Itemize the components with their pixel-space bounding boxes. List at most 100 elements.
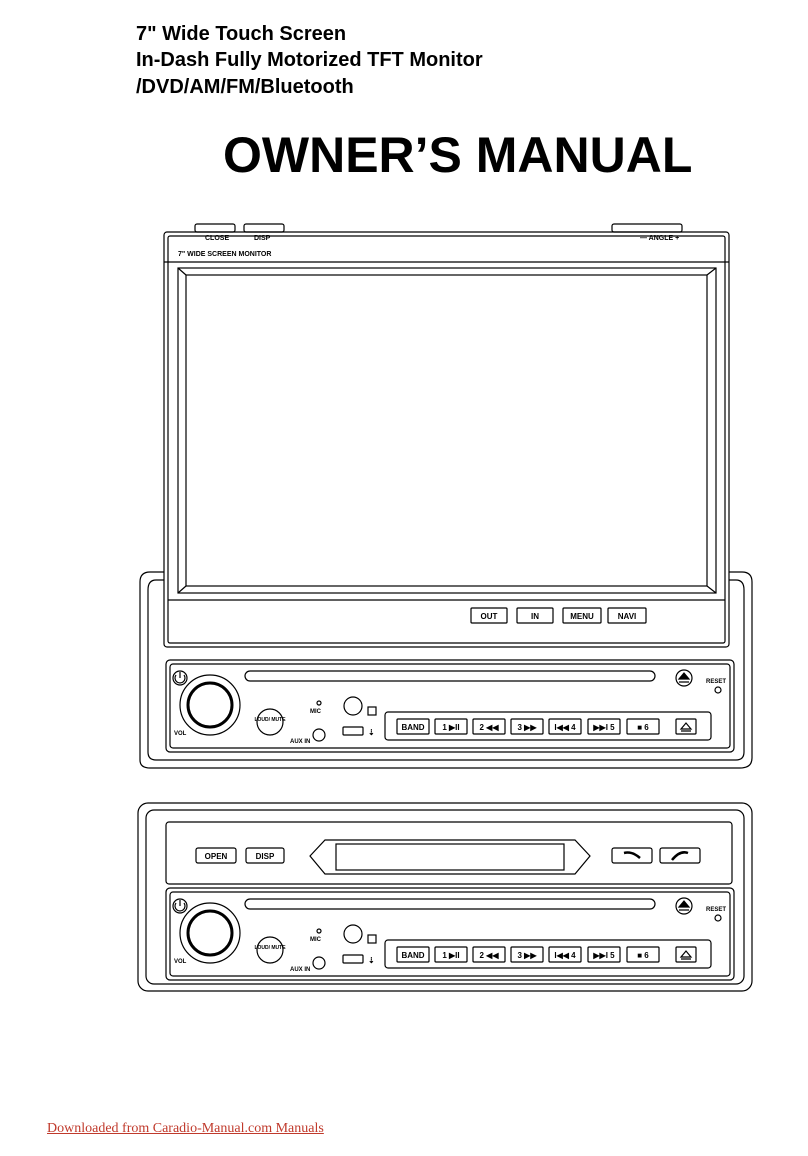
aux-in-jack[interactable] <box>312 956 326 970</box>
preset-button-0[interactable] <box>396 946 430 963</box>
preset-button-1[interactable] <box>434 718 468 735</box>
screen-button-label: NAVI <box>618 612 637 621</box>
open-close-button[interactable] <box>675 718 697 735</box>
preset-button-label: ■ 6 <box>637 951 649 960</box>
vol-label: VOL <box>174 959 187 965</box>
subtitle-line-2: In-Dash Fully Motorized TFT Monitor <box>136 49 483 71</box>
usb-icon: ⇣ <box>368 956 375 965</box>
close-label: CLOSE <box>205 235 229 242</box>
preset-button-label: ▶▶I 5 <box>592 951 615 960</box>
screen-button-label: OUT <box>481 612 498 621</box>
disc-slot <box>244 898 656 910</box>
preset-button-5[interactable] <box>587 718 621 735</box>
preset-button-4[interactable] <box>548 718 582 735</box>
ir-sensor <box>343 696 363 716</box>
preset-button-2[interactable] <box>472 946 506 963</box>
screen-button-3[interactable] <box>607 607 647 624</box>
disp-button[interactable] <box>245 847 285 864</box>
preset-button-label: 1 ▶II <box>442 723 459 732</box>
preset-button-label: BAND <box>401 723 424 732</box>
preset-button-label: 3 ▶▶ <box>518 951 538 960</box>
bluetooth-indicator <box>367 706 377 716</box>
preset-button-0[interactable] <box>396 718 430 735</box>
subtitle-line-1: 7" Wide Touch Screen <box>136 23 347 45</box>
open-button[interactable] <box>195 847 237 864</box>
preset-button-label: BAND <box>401 951 424 960</box>
open-close-icon <box>679 950 693 960</box>
volume-knob[interactable] <box>179 674 241 736</box>
mic-hole <box>316 928 322 934</box>
preset-bar <box>384 711 712 741</box>
open-close-icon <box>679 722 693 732</box>
subtitle-line-3: /DVD/AM/FM/Bluetooth <box>136 76 354 98</box>
preset-button-label: I◀◀ 4 <box>554 723 576 732</box>
bluetooth-indicator <box>367 934 377 944</box>
touch-screen[interactable] <box>177 267 717 594</box>
aux-in-jack[interactable] <box>312 728 326 742</box>
usb-icon: ⇣ <box>368 728 375 737</box>
disp-label: DISP <box>254 235 271 242</box>
preset-button-5[interactable] <box>587 946 621 963</box>
eject-icon <box>677 900 691 911</box>
preset-button-3[interactable] <box>510 718 544 735</box>
disc-slot <box>244 670 656 682</box>
screen-button-1[interactable] <box>516 607 554 624</box>
preset-button-label: ■ 6 <box>637 723 649 732</box>
reset-label: RESET <box>706 679 726 685</box>
preset-bar <box>384 939 712 969</box>
monitor-panel: CLOSE DISP — ANGLE + 7" WIDE SCREEN MONI… <box>163 223 730 648</box>
preset-button-2[interactable] <box>472 718 506 735</box>
mic-label: MIC <box>310 937 322 943</box>
volume-knob-inner <box>186 681 234 729</box>
call-phone-icon <box>671 851 689 861</box>
loud-mute-button[interactable] <box>256 708 284 736</box>
preset-button-4[interactable] <box>548 946 582 963</box>
angle-label: — ANGLE + <box>640 235 679 242</box>
preset-button-label: 1 ▶II <box>442 951 459 960</box>
mic-hole <box>316 700 322 706</box>
usb-port[interactable] <box>342 726 364 736</box>
loud-mute-button[interactable] <box>256 936 284 964</box>
eject-button[interactable] <box>675 669 693 687</box>
preset-button-label: 2 ◀◀ <box>480 723 500 732</box>
call-button[interactable] <box>659 847 701 864</box>
loud-mute-label: LOUD/ MUTE <box>254 717 286 723</box>
power-button[interactable] <box>172 670 188 686</box>
preset-button-3[interactable] <box>510 946 544 963</box>
preset-button-label: 3 ▶▶ <box>518 723 538 732</box>
usb-port[interactable] <box>342 954 364 964</box>
preset-button-6[interactable] <box>626 718 660 735</box>
open-label: OPEN <box>205 852 228 861</box>
document-title: OWNER’S MANUAL <box>223 127 693 183</box>
screen-button-label: IN <box>531 612 539 621</box>
screen-button-0[interactable] <box>470 607 508 624</box>
disp-label-bottom: DISP <box>256 852 275 861</box>
power-icon <box>174 674 186 684</box>
volume-knob[interactable] <box>179 902 241 964</box>
top-chassis <box>139 571 753 769</box>
vol-label: VOL <box>174 731 187 737</box>
preset-button-6[interactable] <box>626 946 660 963</box>
mic-label: MIC <box>310 709 322 715</box>
monitor-label: 7" WIDE SCREEN MONITOR <box>178 251 271 258</box>
preset-button-label: 2 ◀◀ <box>480 951 500 960</box>
open-close-button[interactable] <box>675 946 697 963</box>
ir-sensor <box>343 924 363 944</box>
bottom-chassis: OPEN DISP <box>137 802 753 992</box>
eject-button[interactable] <box>675 897 693 915</box>
volume-knob-inner <box>186 909 234 957</box>
power-icon <box>174 902 186 912</box>
loud-mute-label: LOUD/ MUTE <box>254 945 286 951</box>
download-source-link[interactable]: Downloaded from Caradio-Manual.com Manua… <box>47 1121 324 1136</box>
power-button[interactable] <box>172 898 188 914</box>
reset-button[interactable] <box>714 686 722 694</box>
reset-button[interactable] <box>714 914 722 922</box>
hang-up-button[interactable] <box>611 847 653 864</box>
preset-button-1[interactable] <box>434 946 468 963</box>
hang-up-phone-icon <box>623 851 641 859</box>
preset-button-label: I◀◀ 4 <box>554 951 576 960</box>
screen-button-2[interactable] <box>562 607 602 624</box>
eject-icon <box>677 672 691 683</box>
screen-button-label: MENU <box>570 612 594 621</box>
